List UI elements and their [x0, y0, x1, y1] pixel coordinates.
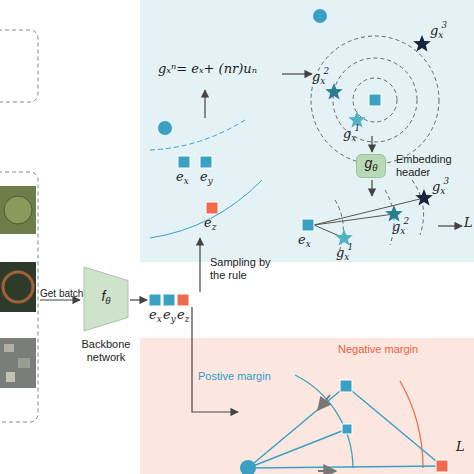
anchor-circle	[313, 9, 327, 23]
arrow	[192, 307, 238, 412]
anchor-circle	[158, 121, 172, 135]
sample-star	[413, 35, 431, 52]
text-label: Postive margin	[198, 370, 288, 383]
header-box: gθEmbedding header	[356, 154, 386, 178]
math-label: gx3	[430, 24, 447, 42]
field-circle	[4, 196, 32, 224]
embedding-square	[178, 156, 190, 168]
anchor-circle	[240, 460, 256, 474]
sample-star	[415, 189, 433, 206]
math-label: ey	[163, 308, 176, 326]
embedding-square	[149, 294, 161, 306]
embedding-square	[369, 94, 381, 106]
batch-box	[0, 172, 38, 422]
math-label: gₓⁿ= eₓ+ (nr)uₙ	[158, 62, 257, 75]
embedding-square	[436, 460, 448, 472]
math-label: L	[456, 440, 465, 453]
sample-ring	[311, 36, 439, 164]
satellite-image	[0, 262, 36, 312]
embedding-square	[177, 294, 189, 306]
arrow	[130, 299, 147, 300]
text-label: Sampling by the rule	[210, 256, 282, 282]
node-symbol: gθ	[356, 157, 386, 174]
node-symbol: fθ	[83, 290, 129, 307]
arrow	[371, 136, 372, 152]
field-ring	[3, 272, 33, 302]
bottom-panel	[140, 338, 474, 474]
embedding-square	[340, 380, 352, 392]
arrow	[40, 299, 80, 300]
satellite-image	[0, 186, 36, 234]
embedding-square	[163, 294, 175, 306]
math-label: gx2	[392, 220, 409, 238]
sample-ring	[333, 58, 417, 142]
text-label: Negative margin	[338, 343, 438, 356]
math-label: gx1	[343, 127, 360, 145]
math-label: gx1	[336, 246, 353, 264]
arrow	[282, 73, 312, 74]
sample-ring	[353, 78, 397, 122]
triplet-line	[248, 386, 346, 468]
top-panel	[140, 0, 474, 262]
satellite-image	[0, 338, 36, 388]
backbone-trapezoid: fθBackbone network	[83, 266, 129, 332]
building	[18, 358, 30, 368]
distance-arc	[412, 180, 424, 235]
push-arrow	[318, 470, 336, 472]
margin-arc	[150, 120, 245, 150]
embedding-square	[206, 202, 218, 214]
math-label: ex	[176, 170, 189, 188]
sample-star	[325, 83, 343, 100]
pull-arrow	[318, 395, 330, 410]
math-label: L	[464, 216, 473, 229]
triplet-line	[248, 429, 347, 468]
margin-arc	[150, 180, 262, 238]
building	[6, 372, 15, 382]
math-label: ex	[149, 308, 162, 326]
math-label: ez	[204, 216, 216, 234]
arrow	[438, 225, 462, 226]
arrow	[204, 90, 205, 118]
arrow	[371, 180, 372, 196]
math-label: gx3	[432, 180, 449, 198]
triplet-line	[248, 466, 442, 468]
node-caption: Backbone network	[68, 338, 144, 364]
embedding-square	[200, 156, 212, 168]
embedding-square	[342, 424, 352, 434]
math-label: ey	[200, 170, 213, 188]
math-label: ex	[298, 233, 311, 251]
node-caption: Embedding header	[396, 153, 474, 179]
text-label: Get batch	[40, 287, 90, 300]
math-label: gx2	[312, 70, 329, 88]
embedding-square	[302, 219, 314, 231]
arrow	[199, 238, 200, 292]
math-label: ez	[177, 308, 189, 326]
triplet-line	[346, 386, 442, 466]
dashed-box	[0, 30, 38, 102]
negative-margin-arc	[400, 381, 423, 468]
building	[4, 344, 14, 352]
